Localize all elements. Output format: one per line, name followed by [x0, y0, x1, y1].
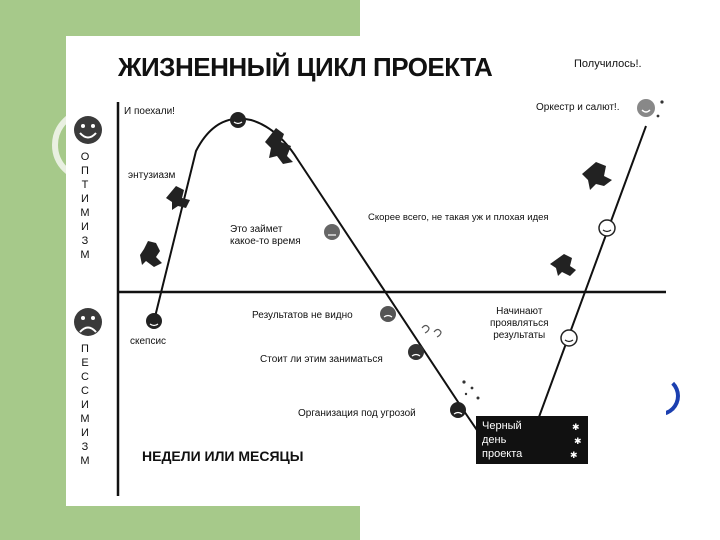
fireworks-icon: [550, 254, 576, 276]
axis-letter: Т: [78, 178, 92, 192]
stage-enthusiasm: энтузиазм: [128, 170, 175, 182]
axis-letter: С: [78, 370, 92, 384]
axis-letter: М: [78, 412, 92, 426]
fireworks-icon: [582, 162, 612, 190]
axis-letter: И: [78, 398, 92, 412]
stars-icon: [462, 100, 663, 399]
fireworks-icon: [140, 241, 162, 267]
axis-letter: П: [78, 342, 92, 356]
face-marker-icon: [230, 112, 246, 128]
stage-orchestra: Оркестр и салют!.: [536, 102, 620, 114]
face-marker-icon: [324, 224, 340, 240]
axis-letter: О: [78, 150, 92, 164]
axis-letter: И: [78, 192, 92, 206]
face-marker-icon: [146, 313, 162, 329]
face-marker-icon: [599, 220, 615, 236]
black-day-line2: день: [482, 433, 582, 447]
star-icon: ✱: [574, 434, 582, 448]
frowning-face-icon: [74, 308, 102, 336]
success-label: Получилось!.: [574, 58, 642, 70]
black-day-line1: Черный: [482, 419, 582, 433]
results-line2: проявляться: [490, 318, 549, 330]
results-line3: результаты: [490, 330, 549, 342]
axis-letter: С: [78, 384, 92, 398]
axis-letter: И: [78, 426, 92, 440]
lifecycle-curve: [154, 119, 646, 436]
stage-worth-it: Стоит ли этим заниматься: [260, 354, 383, 366]
stage-not-bad-idea: Скорее всего, не такая уж и плохая идея: [368, 212, 549, 224]
face-marker-icon: [408, 344, 424, 360]
fireworks-icon: [265, 128, 293, 164]
stage-skepsis: скепсис: [130, 336, 166, 348]
axis-letter: П: [78, 164, 92, 178]
project-lifecycle-diagram: ЖИЗНЕННЫЙ ЦИКЛ ПРОЕКТА Получилось!. О П …: [66, 36, 666, 506]
results-line1: Начинают: [490, 306, 549, 318]
star-icon: ✱: [572, 420, 580, 434]
smiley-face-icon: [74, 116, 102, 144]
stage-takes-time-line1: Это займет: [230, 224, 282, 236]
x-axis-label: НЕДЕЛИ ИЛИ МЕСЯЦЫ: [142, 448, 303, 464]
axis-letter: З: [78, 234, 92, 248]
axis-letter: М: [78, 248, 92, 262]
stage-results-start: Начинают проявляться результаты: [490, 306, 549, 342]
black-day-box: Черный день проекта ✱ ✱ ✱: [476, 416, 588, 464]
stage-org-threat: Организация под угрозой: [298, 408, 416, 420]
black-day-line3: проекта: [482, 447, 582, 461]
star-icon: ✱: [570, 448, 578, 462]
axis-letter: М: [78, 206, 92, 220]
axis-letter: Е: [78, 356, 92, 370]
face-marker-icon: [561, 330, 577, 346]
diagram-title: ЖИЗНЕННЫЙ ЦИКЛ ПРОЕКТА: [118, 52, 492, 83]
face-marker-icon: [380, 306, 396, 322]
question-marks-icon: [422, 326, 441, 338]
face-marker-icon: [450, 402, 466, 418]
face-marker-icon: [637, 99, 655, 117]
stage-no-results: Результатов не видно: [252, 310, 353, 322]
axis-letter: З: [78, 440, 92, 454]
stage-takes-time-line2: какое-то время: [230, 236, 301, 248]
axis-letter: И: [78, 220, 92, 234]
stage-lets-go: И поехали!: [124, 106, 175, 118]
axis-letter: М: [78, 454, 92, 468]
